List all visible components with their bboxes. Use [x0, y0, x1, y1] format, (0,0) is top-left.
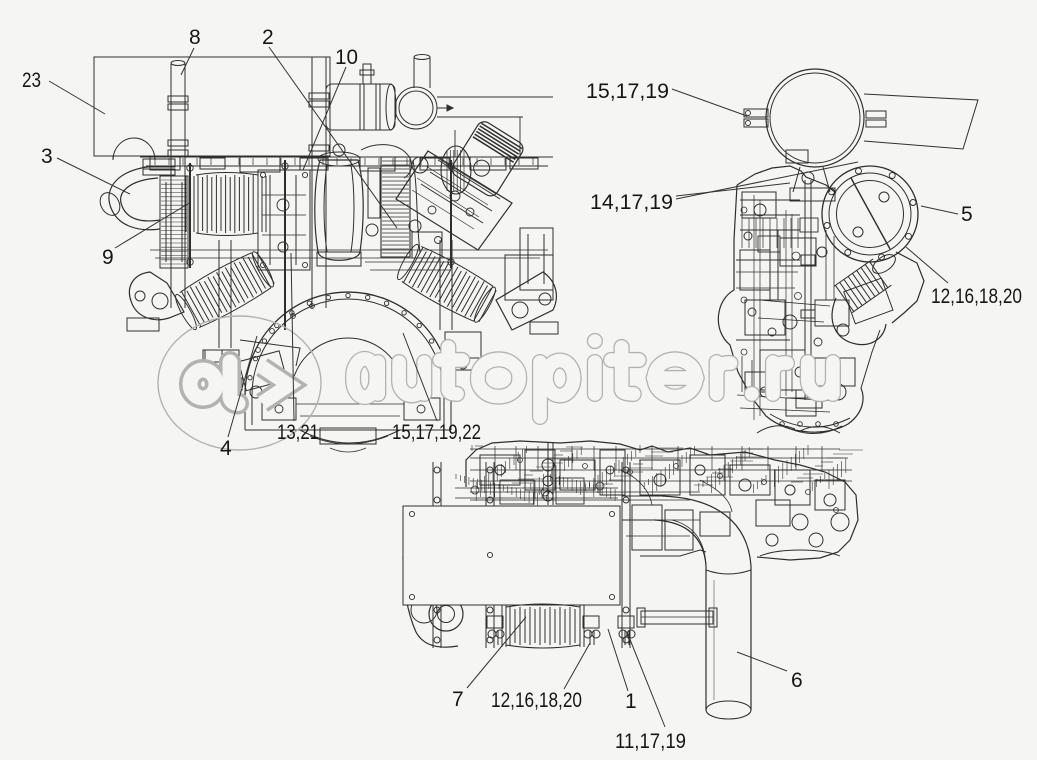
svg-text:11,17,19: 11,17,19 — [615, 730, 686, 753]
svg-text:15,17,19,22: 15,17,19,22 — [392, 421, 481, 444]
svg-text:6: 6 — [791, 669, 803, 692]
svg-text:3: 3 — [41, 145, 53, 168]
svg-text:13,21: 13,21 — [277, 421, 319, 444]
svg-text:14,17,19: 14,17,19 — [590, 191, 673, 214]
svg-text:12,16,18,20: 12,16,18,20 — [931, 285, 1022, 308]
svg-text:12,16,18,20: 12,16,18,20 — [491, 689, 582, 712]
svg-text:4: 4 — [220, 437, 232, 460]
svg-text:7: 7 — [452, 688, 464, 711]
svg-text:2: 2 — [262, 26, 274, 49]
svg-text:23: 23 — [22, 69, 41, 92]
svg-text:1: 1 — [625, 690, 637, 713]
svg-text:5: 5 — [961, 203, 973, 226]
svg-text:9: 9 — [102, 246, 114, 269]
svg-text:15,17,19: 15,17,19 — [586, 80, 669, 103]
svg-text:10: 10 — [335, 46, 358, 69]
svg-text:8: 8 — [189, 26, 201, 49]
